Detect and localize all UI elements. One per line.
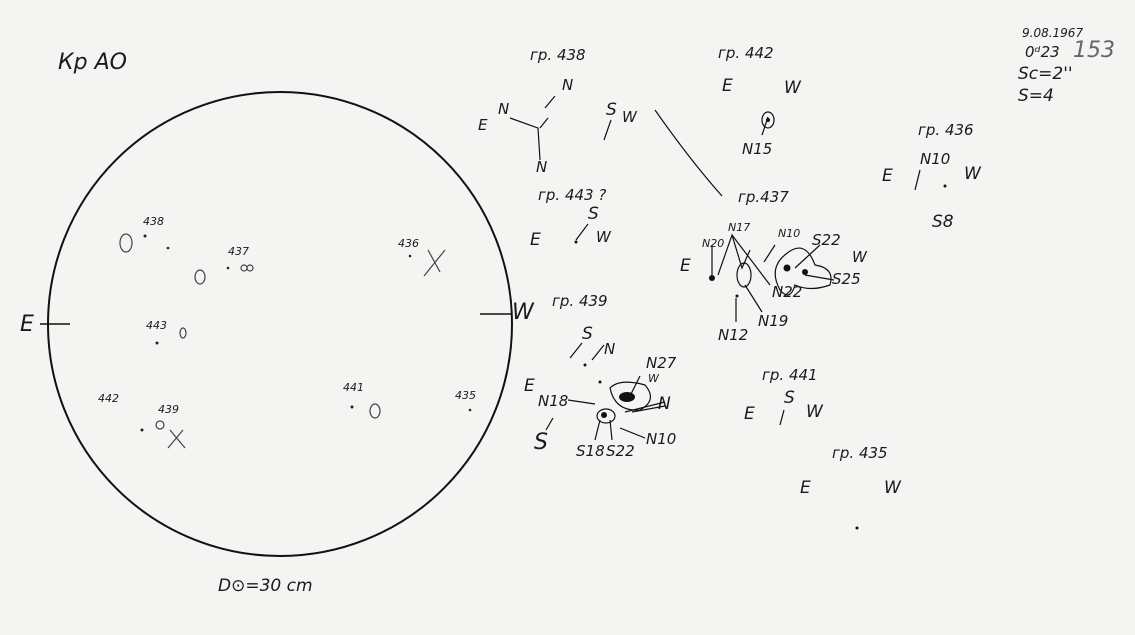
- disk-group-label: 441: [343, 381, 364, 394]
- panel-label: E: [722, 76, 733, 96]
- panel-label: W: [622, 108, 637, 126]
- panel-label: S: [784, 388, 795, 408]
- panel-label: N10: [778, 227, 801, 240]
- panel-label: E: [530, 230, 541, 250]
- panel-label: N20: [702, 237, 725, 250]
- panel-title-436: гр. 436: [918, 121, 974, 139]
- panel-label: W: [852, 248, 867, 266]
- disk-diameter: D⊙=30 cm: [218, 576, 313, 596]
- panel-label: E: [478, 116, 488, 134]
- panel-label: E: [524, 376, 535, 396]
- panel-label: N15: [742, 140, 773, 158]
- panel-label: E: [800, 478, 811, 498]
- disk-dots: [140, 234, 472, 432]
- panel-label: S: [582, 324, 593, 344]
- sheet-title: Кр АО: [58, 50, 127, 75]
- solar-disk: [47, 91, 513, 557]
- panel-label: W: [806, 402, 823, 422]
- panel-title-435: гр. 435: [832, 444, 888, 462]
- panel-title-439: гр. 439: [552, 292, 608, 310]
- panel-title-443: гр. 443 ?: [538, 186, 607, 204]
- panel-label: S: [606, 100, 617, 120]
- panel-label: E: [680, 256, 691, 276]
- panel-label: W: [648, 372, 659, 385]
- panel-label: W: [884, 478, 901, 498]
- panel-label: E: [882, 166, 893, 186]
- observation-time: 0ᵈ23: [1025, 43, 1060, 61]
- panel-label: N10: [646, 430, 677, 448]
- panel-label: N: [498, 100, 510, 118]
- disk-group-label: 436: [398, 237, 419, 250]
- panel-label: N10: [920, 150, 951, 168]
- panel-label: S18: [576, 442, 605, 460]
- panel-label: S8: [932, 212, 954, 232]
- disk-group-label: 443: [146, 319, 167, 332]
- panel-label: N: [658, 394, 671, 414]
- disk-group-label: 435: [455, 389, 476, 402]
- panel-title-442: гр. 442: [718, 44, 774, 62]
- panel-label: N12: [718, 326, 749, 344]
- panel-title-438: гр. 438: [530, 46, 586, 64]
- panel-label: S22: [606, 442, 635, 460]
- panel-label: W: [964, 164, 981, 184]
- panel-label: W: [784, 78, 801, 98]
- panel-label: S: [588, 204, 599, 224]
- panel-label: E: [744, 404, 755, 424]
- panel-label: S: [534, 430, 548, 455]
- panel-label: S22: [812, 231, 841, 249]
- panel-label: N18: [538, 392, 569, 410]
- observation-date: 9.08.1967: [1022, 26, 1084, 40]
- scale-value: Sc=2'': [1018, 64, 1073, 84]
- panel-label: N: [562, 76, 574, 94]
- panel-label: N27: [646, 354, 677, 372]
- panel-label: N19: [758, 312, 789, 330]
- panel-label: N17: [728, 221, 751, 234]
- panel-label: N: [604, 340, 616, 358]
- disk-west: W: [512, 300, 534, 325]
- panel-label: S25: [832, 270, 861, 288]
- pencil-number: 153: [1073, 38, 1115, 63]
- panel-title-437: гр.437: [738, 188, 789, 206]
- panel-title-441: гр. 441: [762, 366, 818, 384]
- pointer-lines: [509, 95, 921, 441]
- disk-group-label: 438: [143, 215, 164, 228]
- panel-label: N: [536, 158, 548, 176]
- disk-group-label: 437: [228, 245, 249, 258]
- disk-group-label: 439: [158, 403, 179, 416]
- panel-spots: [574, 118, 947, 530]
- disk-spots: [119, 233, 446, 449]
- panel-label: W: [596, 228, 611, 246]
- disk-east: E: [20, 312, 34, 337]
- panel-label: N22: [772, 283, 803, 301]
- disk-group-label: 442: [98, 392, 119, 405]
- s-value: S=4: [1018, 86, 1054, 106]
